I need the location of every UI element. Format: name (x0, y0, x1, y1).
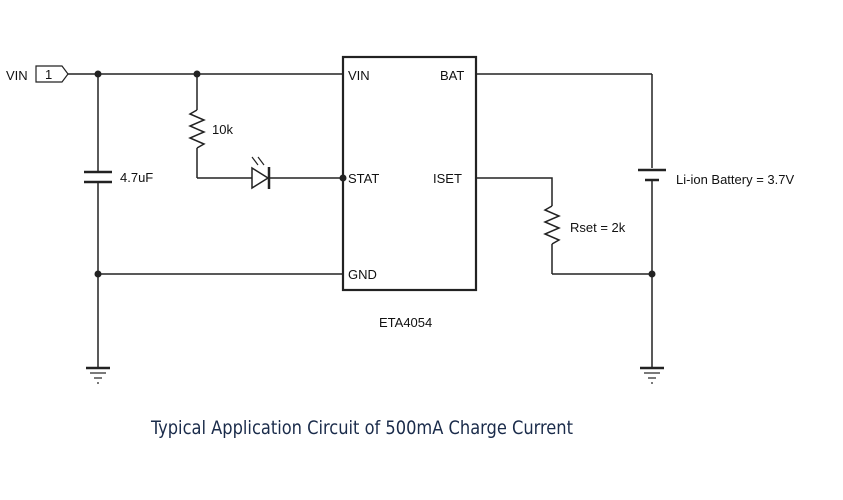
ic-pin-iset: ISET (433, 171, 462, 186)
ic-body (341, 55, 478, 292)
pullup-resistor-label: 10k (212, 122, 233, 137)
vin-pin-number: 1 (45, 67, 52, 82)
capacitor-value-label: 4.7uF (120, 170, 153, 185)
ic-pin-vin: VIN (348, 68, 370, 83)
led-icon (251, 156, 271, 190)
ic-pin-gnd: GND (348, 267, 377, 282)
diagram-caption: Typical Application Circuit of 500mA Cha… (150, 417, 573, 439)
ic-pin-stat: STAT (348, 171, 379, 186)
resistor-zigzag (543, 205, 561, 245)
ic-pin-bat: BAT (440, 68, 464, 83)
ground-symbol-left (86, 366, 110, 384)
vin-port-label: VIN (6, 68, 28, 83)
light-ray-icon (257, 156, 265, 166)
rset-resistor: Rset = 2k (476, 177, 652, 275)
input-port-flag (35, 65, 69, 83)
iset-wire (476, 177, 553, 206)
pullup-resistor: 10k (188, 74, 233, 178)
battery-icon: Li-ion Battery = 3.7V (638, 168, 794, 368)
ic-eta4054: VIN BAT STAT ISET GND ETA4054 (341, 55, 478, 330)
rset-label: Rset = 2k (570, 220, 626, 235)
light-ray-icon (251, 156, 259, 166)
ground-symbol-right (640, 366, 664, 384)
led-triangle (251, 166, 270, 190)
resistor-zigzag (188, 109, 206, 149)
battery-label: Li-ion Battery = 3.7V (676, 172, 794, 187)
ic-part-number: ETA4054 (379, 315, 432, 330)
input-capacitor: 4.7uF (84, 74, 153, 368)
vin-input-port: VIN 1 (6, 65, 69, 83)
